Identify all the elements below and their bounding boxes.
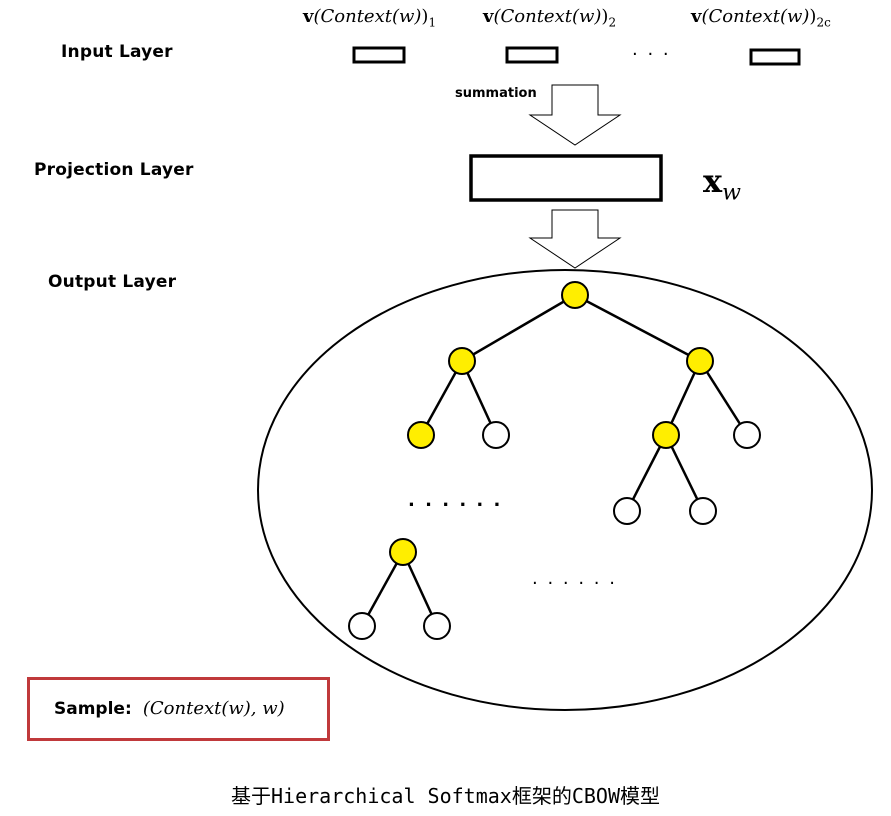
- projection-symbol: xw: [703, 162, 741, 206]
- sample-label: Sample:: [54, 699, 132, 719]
- summation-arrow: [528, 84, 622, 146]
- output-layer-label: Output Layer: [48, 272, 177, 292]
- input-vector-1: [352, 46, 406, 64]
- input-layer-label: Input Layer: [61, 42, 173, 62]
- projection-layer-label: Projection Layer: [34, 160, 194, 180]
- context-vector-label-1: v(Context(w))1: [303, 6, 437, 30]
- output-arrow: [528, 209, 622, 269]
- tree-leaf-node: [689, 497, 717, 525]
- context-vector-label-2c: v(Context(w))2c: [691, 6, 831, 30]
- tree-leaf-node: [348, 612, 376, 640]
- tree-ellipsis-upper: . . . . . .: [408, 490, 503, 511]
- input-vector-2c: [749, 48, 801, 66]
- projection-vector: [469, 154, 663, 202]
- sample-value: (Context(w), w): [142, 698, 285, 719]
- tree-internal-node: [389, 538, 417, 566]
- tree-leaf-node: [482, 421, 510, 449]
- sample-box: [27, 677, 330, 741]
- figure-caption: 基于Hierarchical Softmax框架的CBOW模型: [231, 784, 660, 808]
- tree-root-node: [561, 281, 589, 309]
- tree-leaf-node: [423, 612, 451, 640]
- tree-internal-node: [407, 421, 435, 449]
- input-ellipsis: · · ·: [632, 44, 671, 65]
- context-vector-label-2: v(Context(w))2: [483, 6, 617, 30]
- tree-internal-node: [448, 347, 476, 375]
- output-ellipse: [257, 269, 873, 711]
- tree-leaf-node: [733, 421, 761, 449]
- summation-label: summation: [455, 86, 537, 101]
- tree-ellipsis-lower: . . . . . .: [532, 568, 617, 589]
- sample-text: Sample: (Context(w), w): [54, 698, 285, 719]
- input-vector-2: [505, 46, 559, 64]
- tree-leaf-node: [613, 497, 641, 525]
- tree-internal-node: [686, 347, 714, 375]
- tree-internal-node: [652, 421, 680, 449]
